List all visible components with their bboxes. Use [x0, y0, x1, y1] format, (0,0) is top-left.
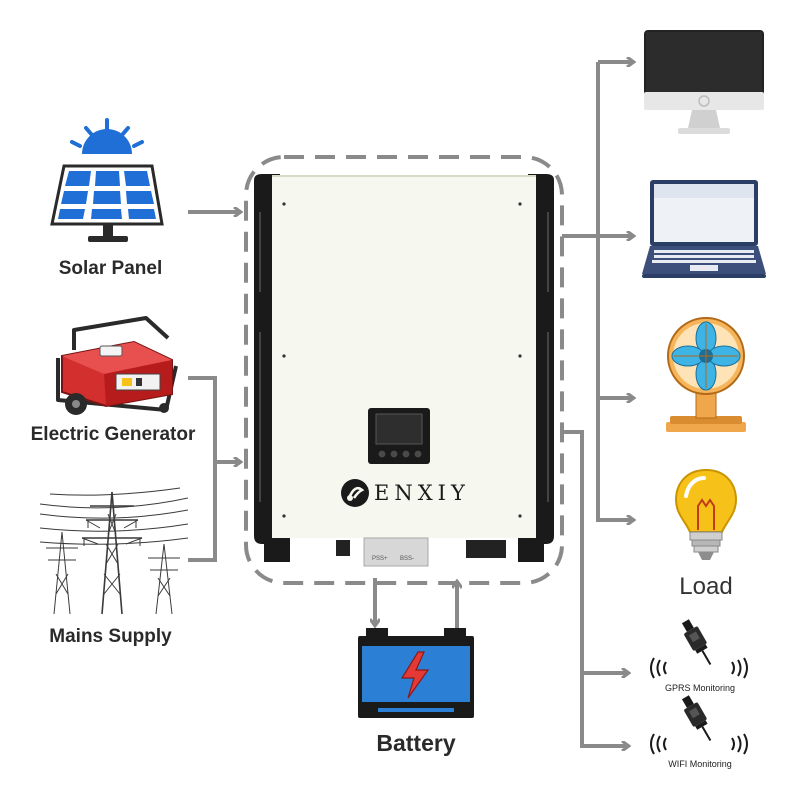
- gprs-monitoring-label: GPRS Monitoring: [664, 683, 736, 693]
- gprs-monitoring: [640, 614, 758, 686]
- inverter-port-label-2: BSS-: [400, 556, 415, 562]
- inverter-body: [254, 174, 554, 567]
- wifi-monitoring: [640, 690, 758, 762]
- load-bulb: [672, 466, 740, 564]
- inverter-display: [368, 408, 430, 464]
- generator-source: [46, 308, 186, 418]
- monitoring-bus-line: [562, 430, 584, 748]
- load-bus-line: [562, 62, 600, 522]
- inverter-dashed-border: [244, 155, 564, 585]
- power-tower-icon: [40, 487, 188, 615]
- inverter-unit: [254, 172, 554, 570]
- inverter-brand-text: ENXIY: [374, 481, 470, 505]
- solar-panel-label: Solar Panel: [58, 258, 163, 279]
- load-laptop: [642, 178, 766, 280]
- load-label: Load: [679, 573, 733, 600]
- inverter-port-label-1: PSS+: [372, 556, 388, 562]
- load-monitor: [642, 28, 766, 138]
- battery-unit: [356, 628, 476, 718]
- mains-supply-source: [40, 484, 188, 616]
- generator-icon: [56, 316, 178, 415]
- fan-icon: [666, 317, 746, 432]
- solar-panel-source: [40, 118, 180, 258]
- inverter-brand-logo: [340, 478, 370, 508]
- battery-label: Battery: [376, 730, 456, 756]
- gprs-dongle-icon: [650, 619, 748, 679]
- laptop-icon: [642, 180, 766, 278]
- desktop-monitor-icon: [644, 30, 764, 134]
- wifi-monitoring-label: WIFI Monitoring: [668, 759, 732, 769]
- lcd-screen-icon: [368, 408, 430, 464]
- light-bulb-icon: [674, 468, 738, 560]
- battery-icon: [358, 628, 474, 718]
- load-fan: [660, 316, 752, 434]
- generator-label: Electric Generator: [30, 424, 196, 445]
- arrow-generator-mains-to-inverter: [188, 376, 240, 562]
- brand-mark-icon: [341, 479, 369, 507]
- solar-panel-icon: [50, 118, 164, 242]
- wifi-dongle-icon: [650, 695, 748, 755]
- mains-supply-label: Mains Supply: [49, 626, 172, 647]
